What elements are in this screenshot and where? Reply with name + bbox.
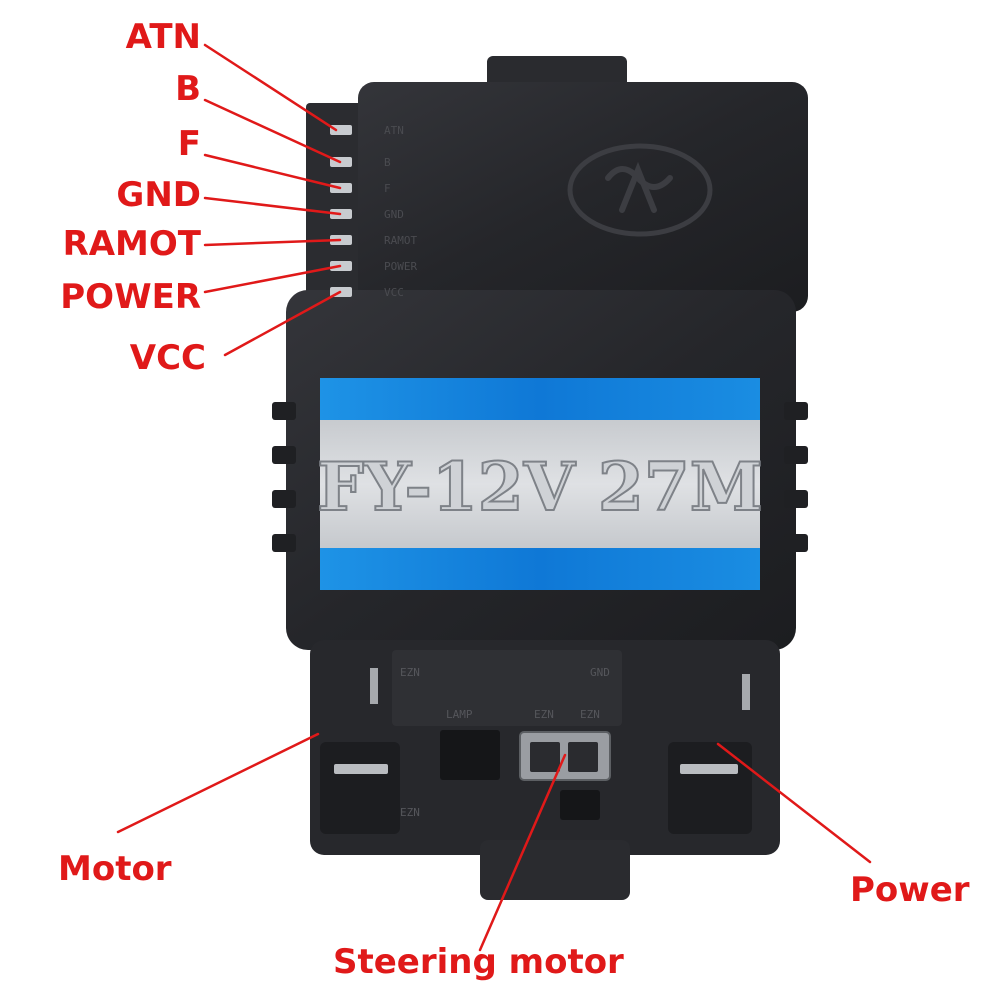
connector-pin	[330, 125, 352, 135]
embossed-lower-mark: EZN	[400, 666, 420, 679]
leader-f	[203, 153, 342, 190]
leader-atn	[203, 43, 338, 132]
callout-f: F	[177, 124, 201, 164]
leader-power	[203, 264, 342, 294]
embossed-pin-labels: ATN BF GND RAMOT POWER VCC	[384, 124, 417, 299]
callout-power: Power	[850, 870, 970, 910]
leader-vcc	[223, 290, 342, 357]
upper-module-cover	[358, 82, 808, 312]
embossed-lower-mark: EZN	[534, 708, 554, 721]
embossed-pin-label: VCC	[384, 286, 404, 299]
callout-atn: ATN	[125, 17, 201, 57]
leader-steering-motor	[478, 753, 567, 952]
embossed-pin-label: F	[384, 182, 391, 195]
latch-right	[742, 674, 750, 710]
leader-power-terminal	[716, 742, 872, 864]
heat-fins	[272, 402, 808, 552]
embossed-pin-label: GND	[384, 208, 404, 221]
lower-connectors	[320, 650, 752, 834]
label-bottom-stripe	[320, 548, 760, 590]
logo-emblem	[567, 143, 713, 237]
leader-b	[203, 98, 342, 164]
aux-socket	[560, 790, 600, 820]
power-terminal-blade	[680, 764, 738, 774]
callout-vcc: VCC	[129, 338, 206, 378]
motor-terminal-blade	[334, 764, 388, 774]
embossed-pin-label: RAMOT	[384, 234, 417, 247]
model-label-text: FY-12V 27M	[317, 448, 763, 526]
embossed-lower-mark: LAMP	[446, 708, 473, 721]
callout-ramot: RAMOT	[62, 224, 201, 264]
power-terminal-socket	[668, 742, 752, 834]
embossed-pin-label: ATN	[384, 124, 404, 137]
leader-ramot	[203, 238, 342, 247]
callout-motor: Motor	[58, 849, 172, 889]
bottom-tab	[480, 840, 630, 900]
leader-lines	[116, 43, 872, 952]
lamp-socket	[440, 730, 500, 780]
leader-gnd	[203, 196, 342, 216]
embossed-lower-marks: EZN GND LAMP EZN EZN EZN	[400, 666, 610, 819]
callout-steering-motor: Steering motor	[333, 942, 624, 982]
leader-motor	[116, 732, 320, 834]
embossed-lower-mark: EZN	[400, 806, 420, 819]
lower-center-panel	[392, 650, 622, 726]
embossed-pin-label: POWER	[384, 260, 417, 273]
callout-power-pin: POWER	[60, 277, 201, 317]
callout-gnd: GND	[116, 175, 201, 215]
latch-left	[370, 668, 378, 704]
motor-terminal-socket	[320, 742, 400, 834]
embossed-lower-mark: GND	[590, 666, 610, 679]
label-top-stripe	[320, 378, 760, 420]
callout-b: B	[175, 69, 201, 109]
embossed-pin-label: B	[384, 156, 391, 169]
embossed-lower-mark: EZN	[580, 708, 600, 721]
